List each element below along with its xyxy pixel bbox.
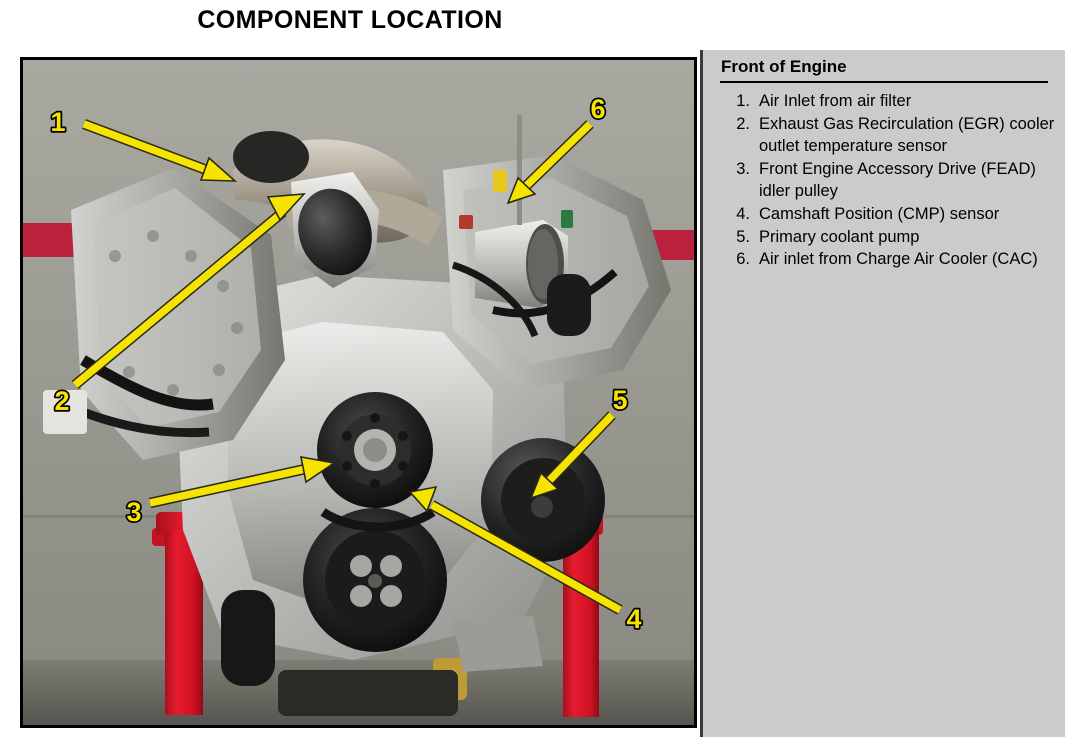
- legend-item-5-number: 5.: [736, 227, 750, 246]
- engine-photograph: [20, 57, 697, 728]
- legend-item-list: 1. Air Inlet from air filter 2. Exhaust …: [721, 90, 1061, 271]
- engine-photo-illustration: [23, 60, 694, 725]
- vertical-rod: [517, 115, 522, 225]
- legend-item-6: 6. Air inlet from Charge Air Cooler (CAC…: [721, 248, 1061, 271]
- crankshaft-bolts: [350, 555, 402, 607]
- legend-heading: Front of Engine: [721, 57, 847, 76]
- legend-item-1-number: 1.: [736, 92, 750, 110]
- legend-item-6-text: Air inlet from Charge Air Cooler (CAC): [759, 250, 1038, 269]
- legend-item-1: 1. Air Inlet from air filter: [721, 90, 1061, 113]
- legend-item-4-number: 4.: [736, 204, 750, 223]
- legend-item-5: 5. Primary coolant pump: [721, 226, 1061, 249]
- air-inlet-opening: [298, 188, 372, 276]
- coolant-pump-nut: [531, 496, 553, 518]
- accessory-drive-belt: [320, 508, 436, 532]
- legend-item-4-text: Camshaft Position (CMP) sensor: [759, 204, 1000, 223]
- legend-item-1-text: Air Inlet from air filter: [759, 92, 912, 110]
- idler-pulley-holes: [342, 413, 408, 489]
- green-connector: [561, 210, 573, 228]
- legend-item-3-number: 3.: [736, 159, 750, 178]
- oil-pan-flange: [453, 616, 543, 672]
- red-connector: [459, 215, 473, 229]
- legend-item-3-text: Front Engine Accessory Drive (FEAD) idle…: [759, 159, 1036, 201]
- hose-right-lower: [451, 261, 539, 338]
- legend-item-6-number: 6.: [736, 250, 750, 269]
- component-legend-panel: Front of Engine 1. Air Inlet from air fi…: [700, 50, 1065, 737]
- legend-item-4: 4. Camshaft Position (CMP) sensor: [721, 203, 1061, 226]
- canister-component: [547, 274, 591, 336]
- legend-item-2-number: 2.: [736, 114, 750, 133]
- legend-heading-rule: [720, 81, 1048, 83]
- label-tag: [43, 390, 87, 434]
- page-title: COMPONENT LOCATION: [197, 6, 503, 34]
- dipstick-handle: [493, 170, 507, 192]
- legend-item-3: 3. Front Engine Accessory Drive (FEAD) i…: [721, 158, 1061, 203]
- legend-item-2: 2. Exhaust Gas Recirculation (EGR) coole…: [721, 113, 1061, 158]
- oil-pan: [278, 670, 458, 716]
- crankshaft-center: [368, 574, 382, 588]
- oil-filter: [221, 590, 275, 686]
- legend-item-2-text: Exhaust Gas Recirculation (EGR) cooler o…: [759, 114, 1055, 156]
- idler-pulley-bolt: [363, 438, 387, 462]
- turbo-inlet-cap: [233, 131, 309, 183]
- legend-item-5-text: Primary coolant pump: [759, 227, 920, 246]
